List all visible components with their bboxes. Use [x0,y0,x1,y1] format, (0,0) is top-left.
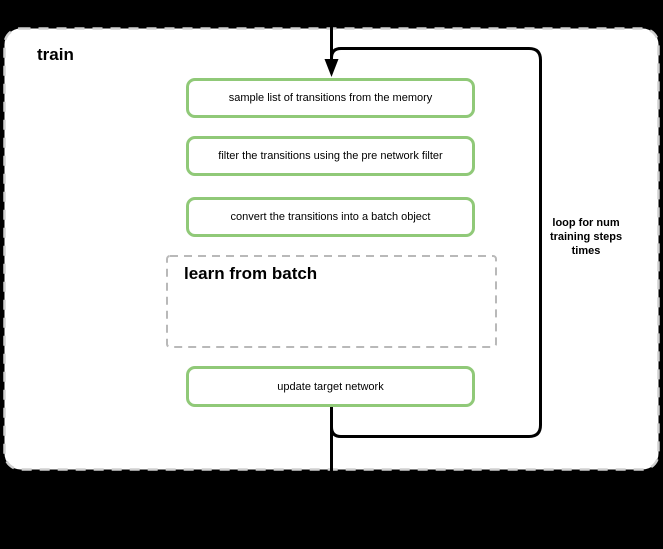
learn-from-batch-label: learn from batch [184,264,318,283]
step-filter-transitions: filter the transitions using the pre net… [186,136,475,176]
step-update-target-network: update target network [186,366,475,407]
step-sample-transitions: sample list of transitions from the memo… [186,78,475,118]
step-convert-to-batch: convert the transitions into a batch obj… [186,197,475,237]
train-container-title: train [37,45,74,64]
loop-annotation: loop for num training steps times [549,217,623,257]
flow-arrowhead [324,59,339,77]
